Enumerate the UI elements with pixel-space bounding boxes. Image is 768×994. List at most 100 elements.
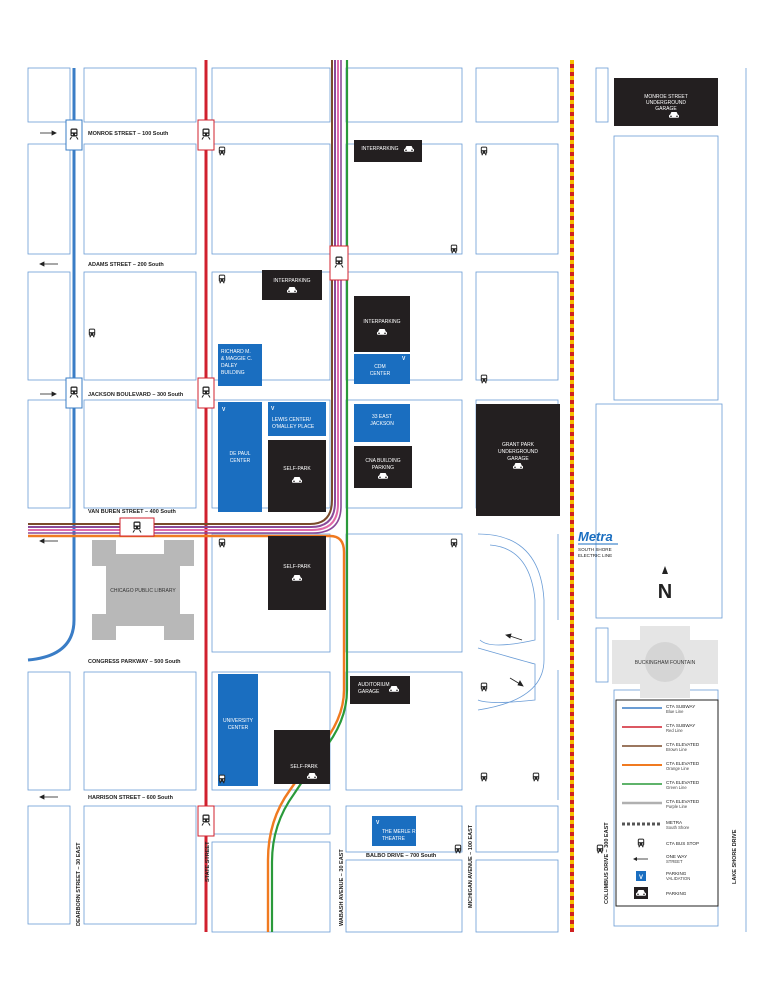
svg-text:CENTER: CENTER — [230, 458, 251, 464]
svg-text:ELECTRIC LINE: ELECTRIC LINE — [578, 553, 612, 558]
buildings: MONROE STREET UNDERGROUND GARAGE INTERPA… — [92, 78, 718, 846]
svg-text:CENTER: CENTER — [370, 371, 391, 377]
svg-text:THEATRE: THEATRE — [382, 836, 406, 842]
one-way-arrows — [39, 130, 524, 800]
harrison-street-label: HARRISON STREET – 600 South — [88, 795, 174, 801]
monroe-street-label: MONROE STREET – 100 South — [88, 131, 169, 137]
svg-text:CTA SUBWAY: CTA SUBWAY — [666, 723, 695, 728]
one-way-arrow-icon — [633, 857, 648, 861]
self-park-harrison[interactable]: SELF-PARK — [274, 730, 330, 784]
north-arrow: N — [658, 566, 672, 603]
svg-text:& MAGGIE C.: & MAGGIE C. — [221, 356, 252, 362]
bus-stop-icon — [480, 374, 488, 384]
svg-text:LEWIS CENTER/: LEWIS CENTER/ — [272, 417, 312, 423]
svg-text:South Shore: South Shore — [666, 825, 690, 830]
wabash-avenue-label: WABASH AVENUE – 30 EAST — [339, 849, 345, 926]
metra-logo: Metra SOUTH SHORE ELECTRIC LINE — [578, 529, 618, 558]
station-jackson-red[interactable] — [197, 377, 215, 409]
svg-text:AUDITORIUM: AUDITORIUM — [358, 682, 390, 688]
svg-text:GARAGE: GARAGE — [655, 106, 677, 112]
transit-lines — [27, 60, 574, 932]
svg-text:Green Line: Green Line — [666, 785, 687, 790]
bus-stop-icon — [218, 274, 226, 284]
svg-text:SELF-PARK: SELF-PARK — [283, 564, 311, 570]
interparking-adams[interactable]: INTERPARKING — [262, 270, 322, 300]
svg-text:V: V — [639, 875, 643, 881]
svg-text:CHICAGO PUBLIC LIBRARY: CHICAGO PUBLIC LIBRARY — [110, 588, 176, 594]
michigan-avenue-label: MICHIGAN AVENUE – 100 EAST — [468, 824, 474, 908]
svg-text:V: V — [402, 356, 406, 362]
auditorium-garage[interactable]: AUDITORIUM GARAGE — [350, 676, 410, 704]
interparking-wabash[interactable]: INTERPARKING — [354, 296, 410, 352]
svg-text:CTA ELEVATED: CTA ELEVATED — [666, 780, 700, 785]
stations — [65, 119, 349, 837]
monroe-street-garage[interactable]: MONROE STREET UNDERGROUND GARAGE — [614, 78, 718, 126]
svg-text:INTERPARKING: INTERPARKING — [273, 278, 310, 284]
svg-text:CTA ELEVATED: CTA ELEVATED — [666, 761, 700, 766]
university-center[interactable]: UNIVERSITY CENTER — [218, 674, 258, 786]
state-street-label: STATE STREET — [205, 841, 211, 882]
cdm-center[interactable]: V CDM CENTER — [354, 354, 410, 384]
svg-text:INTERPARKING: INTERPARKING — [361, 146, 398, 152]
svg-text:CTA ELEVATED: CTA ELEVATED — [666, 742, 700, 747]
svg-text:THE MERLE RESKIN: THE MERLE RESKIN — [382, 829, 431, 835]
svg-text:ONE WAY: ONE WAY — [666, 854, 687, 859]
svg-text:Orange Line: Orange Line — [666, 766, 690, 771]
bus-stop-icon — [596, 844, 604, 854]
svg-text:PARKING: PARKING — [666, 891, 687, 896]
merle-reskin-theatre[interactable]: V THE MERLE RESKIN THEATRE — [372, 816, 431, 846]
svg-text:INTERPARKING: INTERPARKING — [363, 319, 400, 325]
bus-stop-icon — [218, 538, 226, 548]
depaul-center[interactable]: V DE PAUL CENTER — [218, 402, 262, 512]
balbo-drive-label: BALBO DRIVE – 700 South — [366, 853, 437, 859]
svg-text:33 EAST: 33 EAST — [372, 414, 392, 420]
svg-text:GRANT PARK: GRANT PARK — [502, 442, 535, 448]
svg-text:CTA SUBWAY: CTA SUBWAY — [666, 704, 695, 709]
svg-text:GARAGE: GARAGE — [507, 456, 529, 462]
svg-text:BUILDING: BUILDING — [221, 370, 245, 376]
interparking-monroe[interactable]: INTERPARKING — [354, 140, 422, 162]
buckingham-fountain: BUCKINGHAM FOUNTAIN — [612, 626, 718, 698]
station-library[interactable] — [119, 517, 155, 537]
validation-icon: V — [636, 871, 646, 881]
grant-park-garage[interactable]: GRANT PARK UNDERGROUND GARAGE — [476, 404, 560, 516]
svg-text:MONROE STREET: MONROE STREET — [644, 94, 688, 100]
svg-text:PARKING: PARKING — [666, 871, 687, 876]
bus-stop-icon — [480, 146, 488, 156]
svg-text:CTA ELEVATED: CTA ELEVATED — [666, 799, 700, 804]
svg-text:V: V — [271, 406, 275, 412]
bus-stop-icon — [480, 772, 488, 782]
east-jackson[interactable]: 33 EAST JACKSON — [354, 404, 410, 442]
dearborn-street-label: DEARBORN STREET – 30 EAST — [76, 842, 82, 926]
svg-text:JACKSON: JACKSON — [370, 421, 394, 427]
daley-building[interactable]: RICHARD M. & MAGGIE C. DALEY BUILDING — [218, 344, 262, 386]
svg-text:V: V — [376, 820, 380, 826]
svg-text:GARAGE: GARAGE — [358, 689, 380, 695]
svg-text:UNDERGROUND: UNDERGROUND — [646, 100, 686, 106]
station-jackson-blue[interactable] — [65, 377, 83, 409]
chicago-public-library[interactable]: CHICAGO PUBLIC LIBRARY — [92, 540, 194, 640]
svg-text:SELF-PARK: SELF-PARK — [290, 764, 318, 770]
station-monroe-blue[interactable] — [65, 119, 83, 151]
bus-stop-icon — [450, 538, 458, 548]
svg-text:UNIVERSITY: UNIVERSITY — [223, 718, 254, 724]
svg-text:DALEY: DALEY — [221, 363, 238, 369]
lewis-center[interactable]: V LEWIS CENTER/ O'MALLEY PLACE — [268, 402, 326, 436]
svg-text:VALIDATION: VALIDATION — [666, 876, 690, 881]
svg-text:Blue Line: Blue Line — [666, 709, 684, 714]
svg-text:CDM: CDM — [374, 364, 385, 370]
self-park-van-buren[interactable]: SELF-PARK — [268, 536, 326, 610]
congress-parkway-label: CONGRESS PARKWAY – 500 South — [88, 659, 181, 665]
svg-text:STREET: STREET — [666, 859, 683, 864]
station-harrison-red[interactable] — [197, 805, 215, 837]
cna-building-parking[interactable]: CNA BUILDING PARKING — [354, 446, 412, 488]
bus-stop-icon — [532, 772, 540, 782]
svg-text:SOUTH SHORE: SOUTH SHORE — [578, 547, 612, 552]
self-park-jackson[interactable]: SELF-PARK — [268, 440, 326, 512]
svg-text:O'MALLEY PLACE: O'MALLEY PLACE — [272, 424, 315, 430]
station-monroe-red[interactable] — [197, 119, 215, 151]
vertical-street-labels: DEARBORN STREET – 30 EAST STATE STREET W… — [76, 822, 738, 926]
svg-text:UNDERGROUND: UNDERGROUND — [498, 449, 538, 455]
adams-street-label: ADAMS STREET – 200 South — [88, 262, 164, 268]
station-adams-wabash[interactable] — [329, 245, 349, 281]
